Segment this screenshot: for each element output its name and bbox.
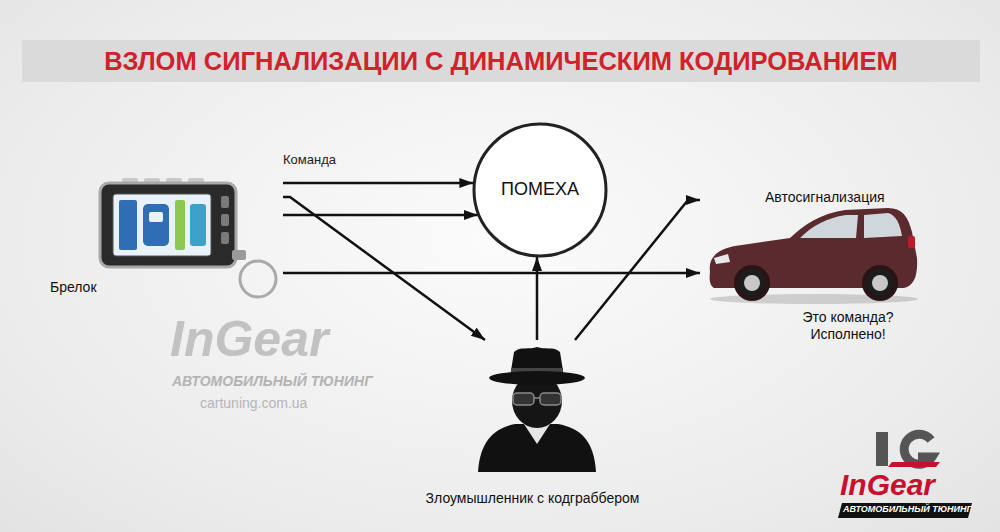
node-label: Автосигнализация <box>765 189 885 206</box>
signal-arrow <box>536 257 539 340</box>
key-fob-drawing <box>100 178 276 297</box>
attacker-drawing <box>478 424 596 472</box>
key-fob-drawing <box>143 204 169 246</box>
car-drawing <box>734 265 770 301</box>
logo-mark <box>888 462 940 467</box>
car-drawing <box>714 254 730 264</box>
command-label: Команда <box>283 153 336 167</box>
watermark-logo: InGear <box>170 312 328 367</box>
node-note: Это команда? Исполнено! <box>786 309 910 343</box>
car-drawing <box>862 265 898 301</box>
car-drawing <box>872 275 888 291</box>
attacker-drawing <box>478 347 596 472</box>
car-drawing <box>908 236 915 248</box>
car-alarm: АвтосигнализацияЭто команда? Исполнено! <box>700 185 920 350</box>
logo-mark <box>838 432 972 518</box>
key-fob-drawing <box>100 183 236 267</box>
car-drawing <box>864 213 902 238</box>
interference-circle: ПОМЕХА <box>472 122 608 258</box>
logo-mark <box>876 432 888 466</box>
key-fob-drawing <box>190 204 206 246</box>
logo-tagline: АВТОМОБИЛЬНЫЙ ТЮНИНГ <box>843 505 972 515</box>
key-fob-drawing <box>221 214 229 226</box>
key-fob-drawing <box>232 250 246 260</box>
title-band <box>22 40 980 82</box>
logo-mark <box>838 503 972 518</box>
key-fob-drawing <box>240 261 276 297</box>
key-fob-drawing <box>221 196 229 208</box>
car-drawing <box>866 269 894 297</box>
key-fob-drawing <box>175 200 185 250</box>
logo-mark <box>904 434 932 464</box>
node-label: Брелок <box>50 279 97 296</box>
car-drawing <box>738 269 766 297</box>
attacker-drawing <box>534 397 540 399</box>
node-label: ПОМЕХА <box>472 179 608 201</box>
car-drawing <box>710 208 918 304</box>
key-fob-drawing <box>149 212 163 222</box>
watermark-tagline: АВТОМОБИЛЬНЫЙ ТЮНИНГ <box>172 374 373 389</box>
attacker: Злоумышленник с кодграббером <box>420 340 649 515</box>
logo-text: InGear <box>840 468 935 501</box>
attacker-drawing <box>489 371 585 385</box>
attacker-drawing <box>513 393 534 405</box>
car-drawing <box>800 215 858 238</box>
key-fob: Брелок <box>45 175 283 305</box>
diagram-title: ВЗЛОМ СИГНАЛИЗАЦИИ С ДИНАМИЧЕСКИМ КОДИРО… <box>22 40 980 82</box>
signal-arrow <box>283 182 473 185</box>
key-fob-drawing <box>113 194 211 256</box>
key-fob-drawing <box>221 232 229 244</box>
attacker-drawing <box>540 393 561 405</box>
car-drawing <box>744 275 760 291</box>
node-label: Злоумышленник с кодграббером <box>420 490 645 507</box>
signal-arrow <box>283 272 700 275</box>
key-fob-drawing <box>119 200 137 250</box>
watermark-url: cartuning.com.ua <box>200 396 307 411</box>
